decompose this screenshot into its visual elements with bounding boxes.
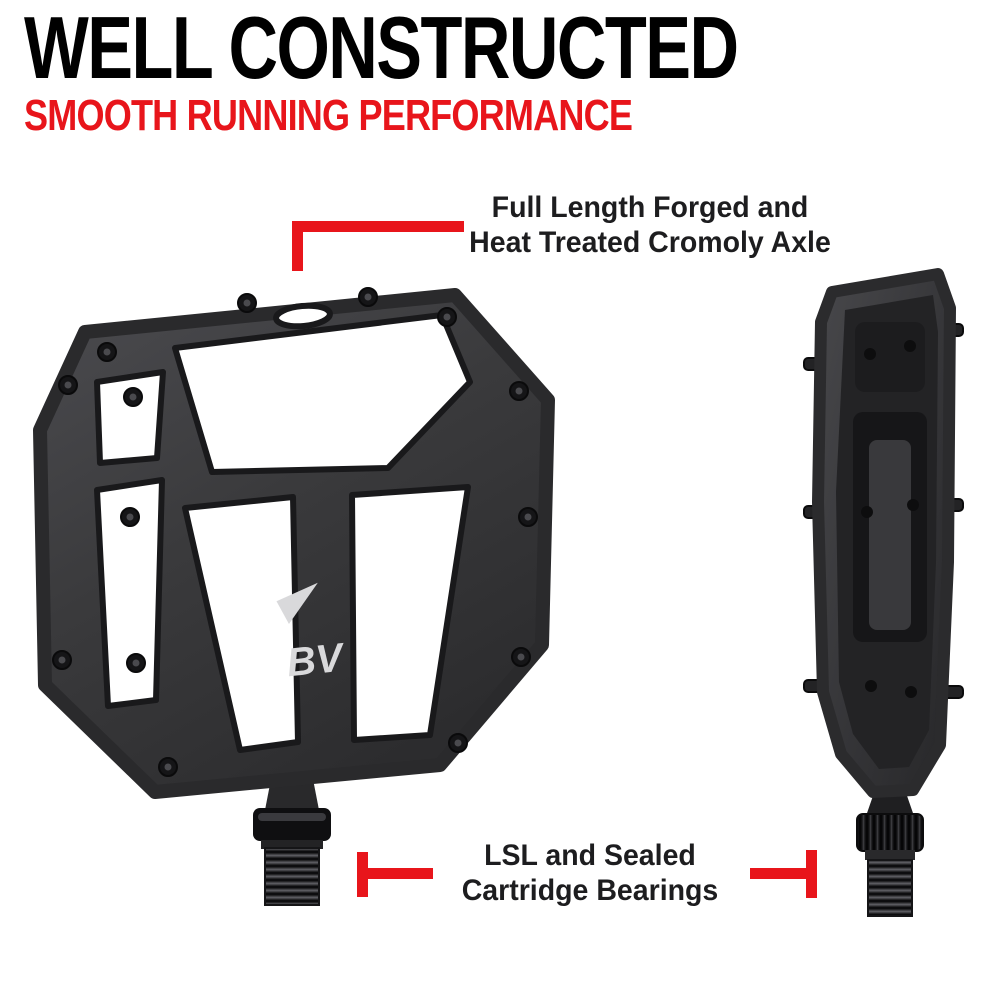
pedal-axle-front	[253, 774, 331, 906]
pedal-cutouts	[94, 302, 473, 753]
bearings-callout-right-tick	[806, 850, 817, 898]
pedal-side-view-image	[803, 268, 964, 917]
axle-annotation-line2: Heat Treated Cromoly Axle	[469, 226, 831, 260]
pedal-front-view-image: BV	[33, 287, 555, 906]
axle-annotation-line1: Full Length Forged and	[491, 191, 809, 224]
pedal-axle-side	[856, 790, 924, 917]
side-pedal-interior	[836, 295, 938, 769]
axle-annotation: Full Length Forged and Heat Treated Crom…	[465, 190, 836, 261]
axle-callout-line-vertical	[292, 221, 303, 271]
bearings-annotation-line2: Cartridge Bearings	[461, 874, 719, 908]
page-subtitle: SMOOTH RUNNING PERFORMANCE	[24, 91, 633, 140]
bearings-callout-right-line	[750, 868, 817, 879]
bearings-annotation: LSL and Sealed Cartridge Bearings	[452, 838, 728, 909]
bearings-annotation-line1: LSL and Sealed	[484, 839, 696, 872]
page-title: WELL CONSTRUCTED	[24, 0, 739, 97]
pedal-pins	[52, 287, 538, 777]
svg-text:BV: BV	[285, 635, 348, 685]
bearings-callout-left-line	[357, 868, 433, 879]
axle-callout-line-horizontal	[292, 221, 464, 232]
bv-logo: BV	[276, 582, 348, 685]
